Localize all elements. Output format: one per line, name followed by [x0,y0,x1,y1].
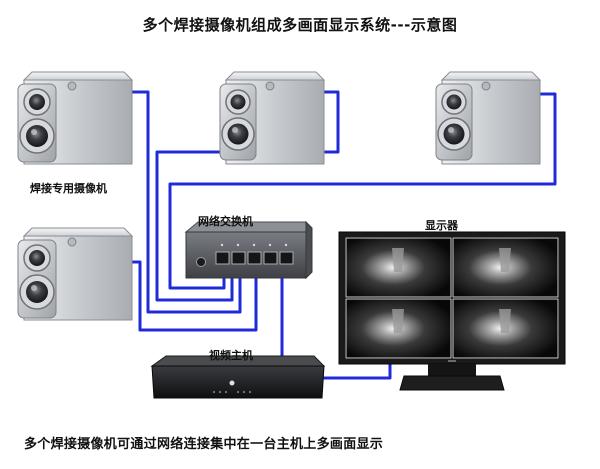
switch-label: 网络交换机 [198,215,253,228]
welding-camera-3 [435,71,542,165]
cable-nvr-monitor [322,362,392,380]
monitor-quadrants [345,237,559,359]
camera-label: 焊接专用摄像机 [30,182,107,195]
video-host-label: 视频主机 [209,349,253,362]
network-cables [122,90,557,380]
cable-camera-4 [122,260,258,332]
cable-camera-1 [122,90,242,314]
monitor-label: 显示器 [425,219,458,232]
welding-camera-4 [17,227,134,321]
cable-camera-2 [155,90,340,302]
switch-ports [215,251,294,265]
welding-camera-1 [17,71,134,165]
monitor [338,231,566,391]
cable-camera-3 [168,92,557,290]
welding-camera-2 [219,71,326,165]
video-host [150,355,326,399]
diagram-title: 多个焊接摄像机组成多画面显示系统---示意图 [142,16,458,34]
network-switch [184,220,313,280]
diagram-caption: 多个焊接摄像机可通过网络连接集中在一台主机上多画面显示 [24,437,384,452]
